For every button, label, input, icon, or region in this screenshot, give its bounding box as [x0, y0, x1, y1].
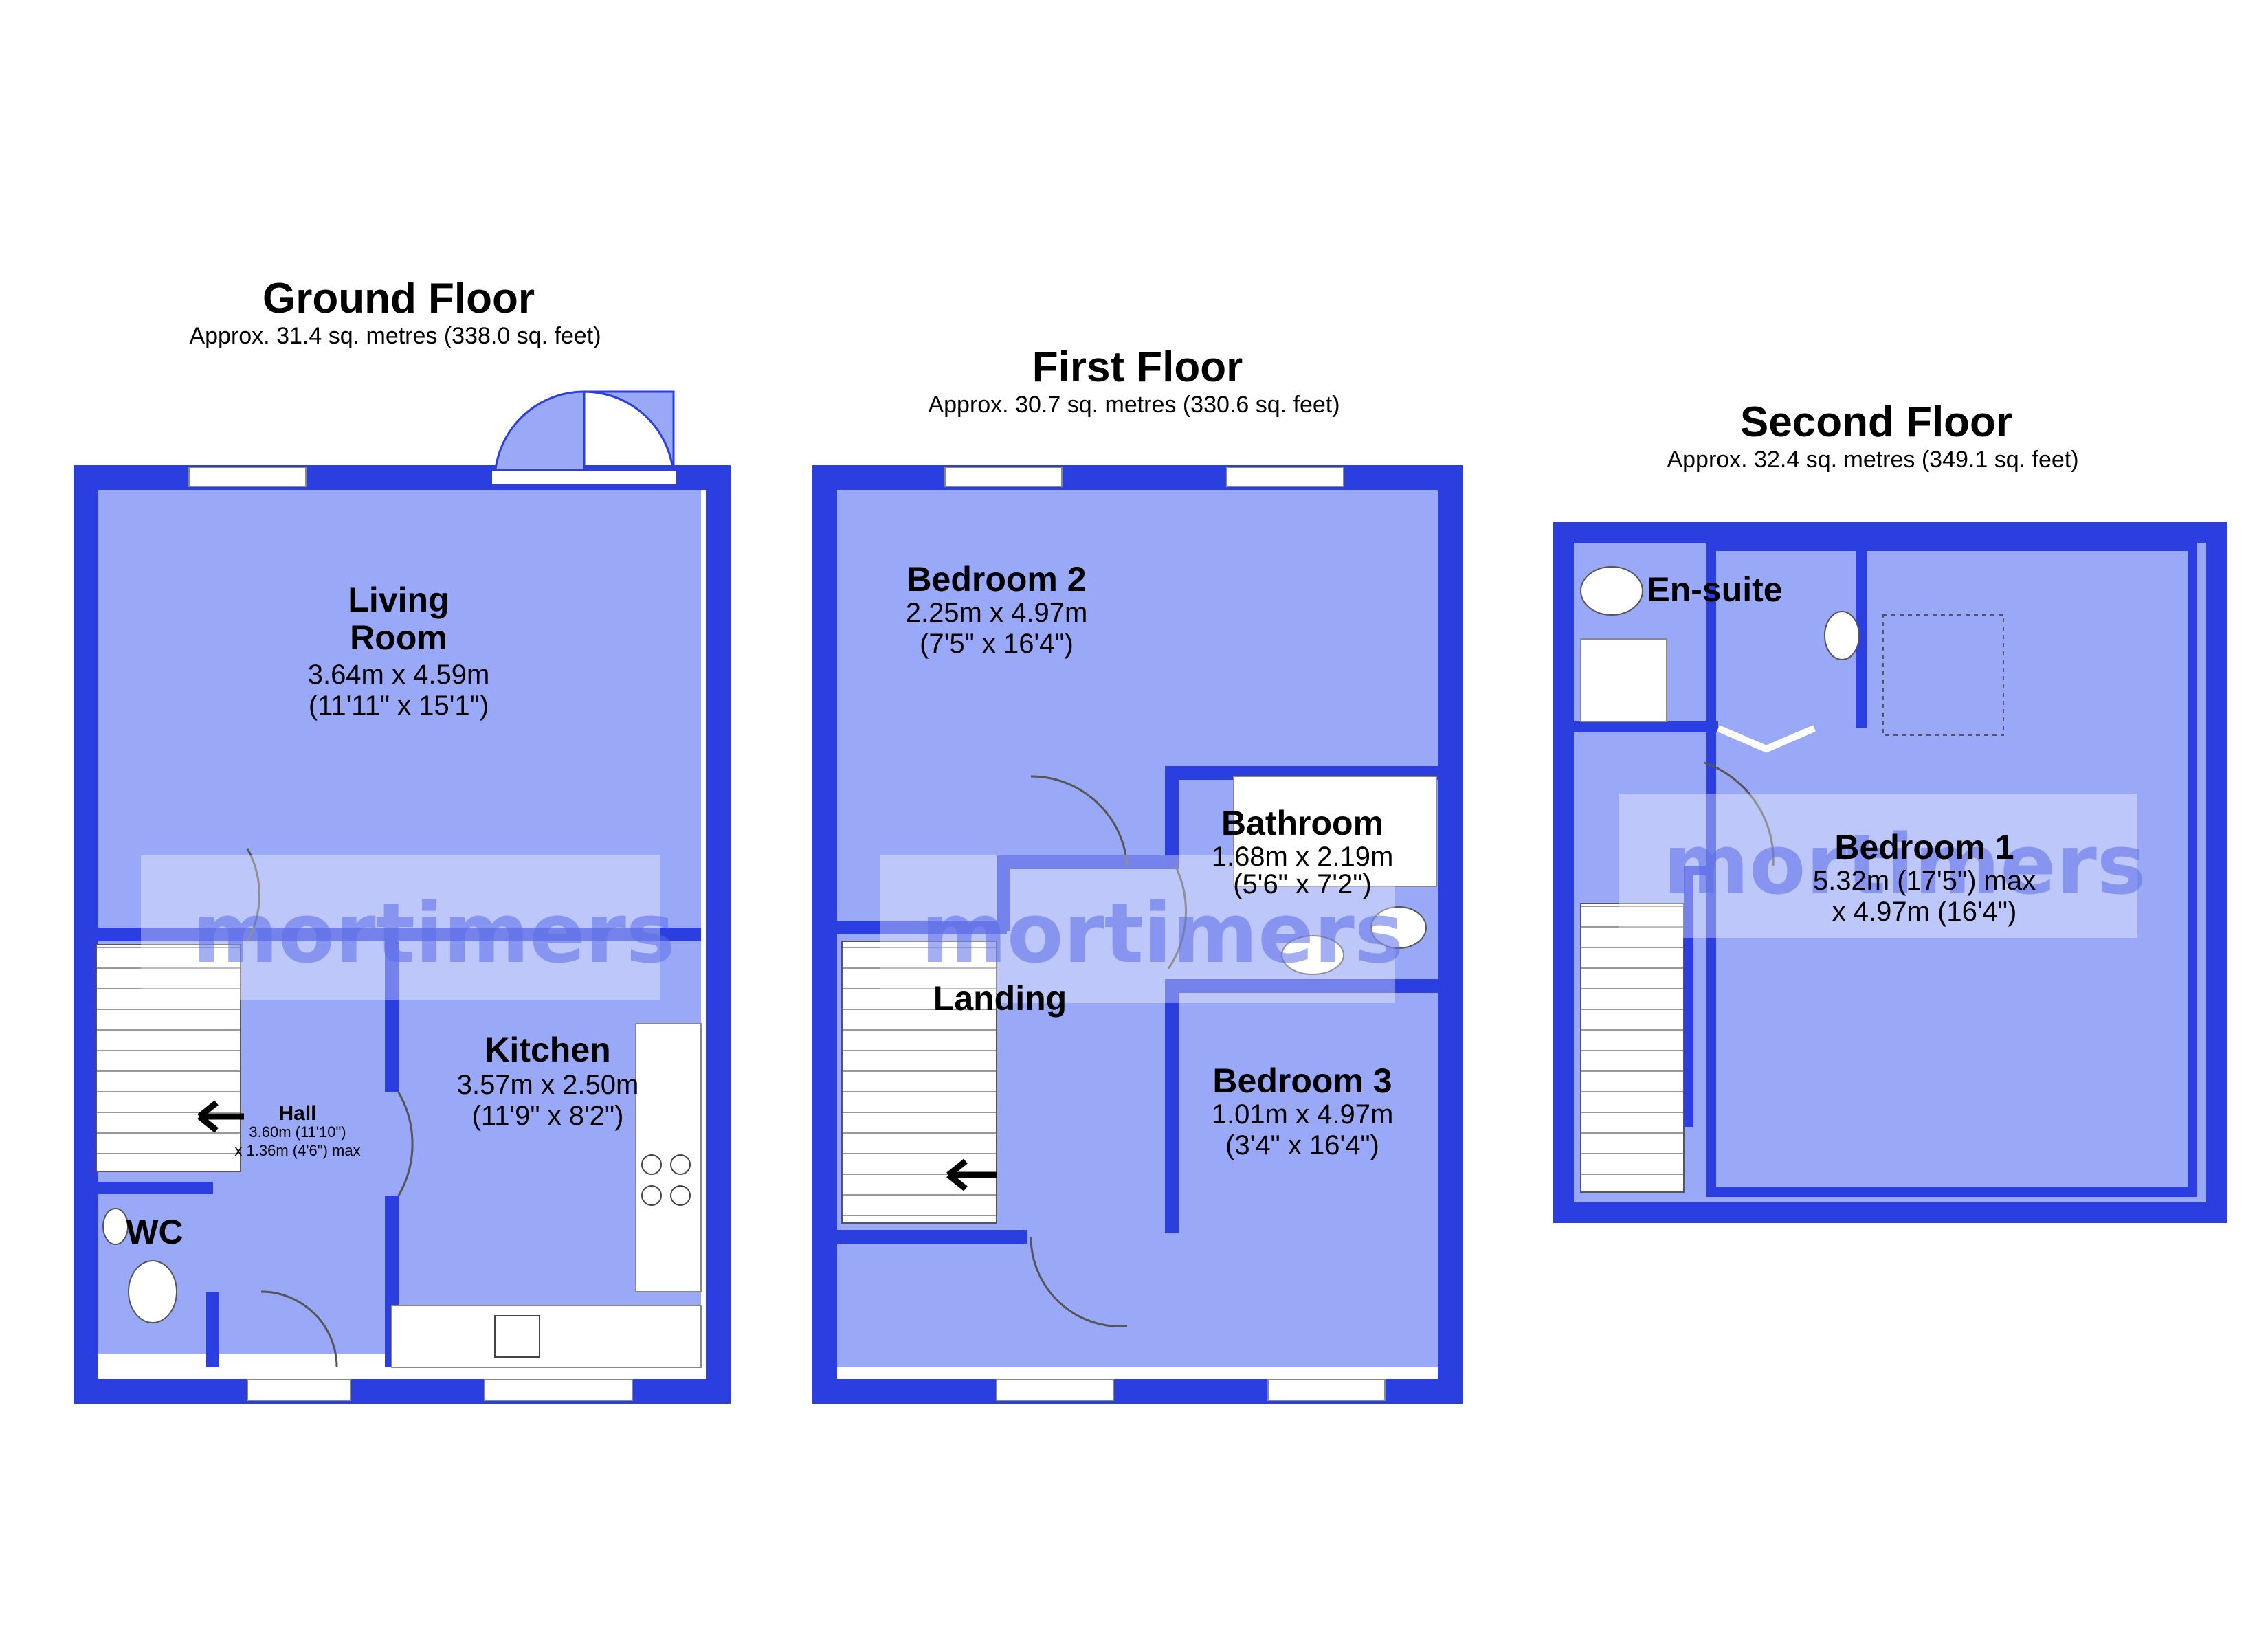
- door-swing: [1704, 761, 1775, 866]
- room-name: WC: [126, 1213, 183, 1251]
- sink: [494, 1315, 540, 1358]
- window: [996, 1379, 1114, 1401]
- floor-title: First Floor: [1032, 344, 1243, 391]
- room-name: Bathroom: [1221, 804, 1383, 842]
- hob-ring: [670, 1185, 691, 1206]
- skylight: [1882, 614, 2004, 736]
- staircase: [1580, 903, 1685, 1193]
- toilet: [1370, 906, 1427, 949]
- floor-area: Approx. 31.4 sq. metres (338.0 sq. feet): [189, 323, 601, 349]
- shower-tray: [1580, 638, 1667, 722]
- room-dimensions: (3'4" x 16'4"): [1225, 1130, 1379, 1160]
- door-swing: [246, 848, 260, 942]
- first-floor: mortimers First Floor Approx. 30.7 sq. m…: [812, 344, 1463, 1404]
- first-outer-wall: [812, 465, 1463, 1404]
- room-dimensions: 2.25m x 4.97m: [906, 598, 1088, 628]
- basin: [1281, 935, 1344, 975]
- ground-floor: mortimers Ground Floor Approx. 31.4 sq. …: [74, 275, 731, 1404]
- room-dimensions: 1.01m x 4.97m: [1212, 1099, 1394, 1130]
- room-dimensions: 3.57m x 2.50m: [457, 1070, 639, 1100]
- door-swing: [1167, 865, 1187, 969]
- basin: [102, 1208, 129, 1245]
- watermark: mortimers: [192, 886, 675, 982]
- watermark-panel: [141, 855, 660, 1000]
- room-name: En-suite: [1647, 570, 1782, 609]
- room-dimensions: 3.64m x 4.59m: [308, 660, 490, 690]
- french-door-left: [493, 390, 586, 479]
- room-name: Bedroom 3: [1212, 1062, 1392, 1100]
- door-swing: [1030, 775, 1129, 866]
- door-swing: [260, 1290, 338, 1368]
- room-dimensions: x 4.97m (16'4"): [1832, 897, 2017, 927]
- watermark-panel: [1619, 794, 2137, 938]
- room-name: Kitchen: [485, 1031, 610, 1069]
- stair-direction-arrow-icon: [946, 1158, 997, 1191]
- basin: [1824, 611, 1860, 660]
- bifold-door: [1717, 725, 1816, 753]
- window: [188, 467, 307, 487]
- room-dimensions: x 1.36m (4'6") max: [234, 1142, 360, 1159]
- window: [1226, 467, 1344, 487]
- room-name: Bedroom 2: [907, 560, 1086, 598]
- bath: [1233, 776, 1437, 887]
- room-dimensions: 1.68m x 2.19m: [1212, 842, 1394, 872]
- room-dimensions: 3.60m (11'10"): [249, 1123, 346, 1141]
- window: [944, 467, 1063, 487]
- room-name: Hall: [278, 1102, 316, 1125]
- hob-ring: [670, 1154, 691, 1175]
- room-name: Bedroom 1: [1834, 828, 2014, 866]
- floor-title: Second Floor: [1740, 399, 2012, 446]
- room-name: Living: [348, 581, 449, 619]
- door-swing: [1030, 1236, 1128, 1327]
- room-dimensions: 5.32m (17'5") max: [1813, 866, 2036, 896]
- living-room-floor: [96, 488, 701, 928]
- watermark: mortimers: [921, 886, 1403, 982]
- room-dimensions: (5'6" x 7'2"): [1233, 869, 1372, 899]
- staircase: [96, 944, 241, 1172]
- room-dimensions: (11'9" x 8'2"): [472, 1101, 624, 1131]
- floor-title: Ground Floor: [263, 275, 535, 322]
- toilet: [128, 1260, 177, 1323]
- window: [484, 1379, 633, 1401]
- watermark-panel: [880, 855, 1395, 1003]
- kitchen-worktop: [391, 1305, 702, 1368]
- hob-ring: [641, 1185, 662, 1206]
- floor-area: Approx. 30.7 sq. metres (330.6 sq. feet): [928, 392, 1339, 418]
- second-outer-wall: [1553, 522, 2227, 1223]
- toilet: [1580, 566, 1643, 616]
- room-name: Landing: [933, 979, 1067, 1018]
- watermark: mortimers: [1663, 818, 2146, 913]
- room-name: Room: [350, 618, 447, 657]
- room-dimensions: (11'11" x 15'1"): [309, 691, 489, 721]
- second-floor: mortimers Second Floor Approx. 32.4 sq. …: [1553, 399, 2227, 1223]
- ground-outer-wall: [74, 465, 731, 1404]
- floor-area: Approx. 32.4 sq. metres (349.1 sq. feet): [1667, 447, 2078, 473]
- front-door: [247, 1379, 351, 1401]
- stair-direction-arrow-icon: [197, 1100, 244, 1133]
- window: [1267, 1379, 1386, 1401]
- hob-ring: [641, 1154, 662, 1175]
- french-door-right: [583, 390, 675, 478]
- room-dimensions: (7'5" x 16'4"): [920, 629, 1074, 659]
- door-swing: [397, 1092, 414, 1196]
